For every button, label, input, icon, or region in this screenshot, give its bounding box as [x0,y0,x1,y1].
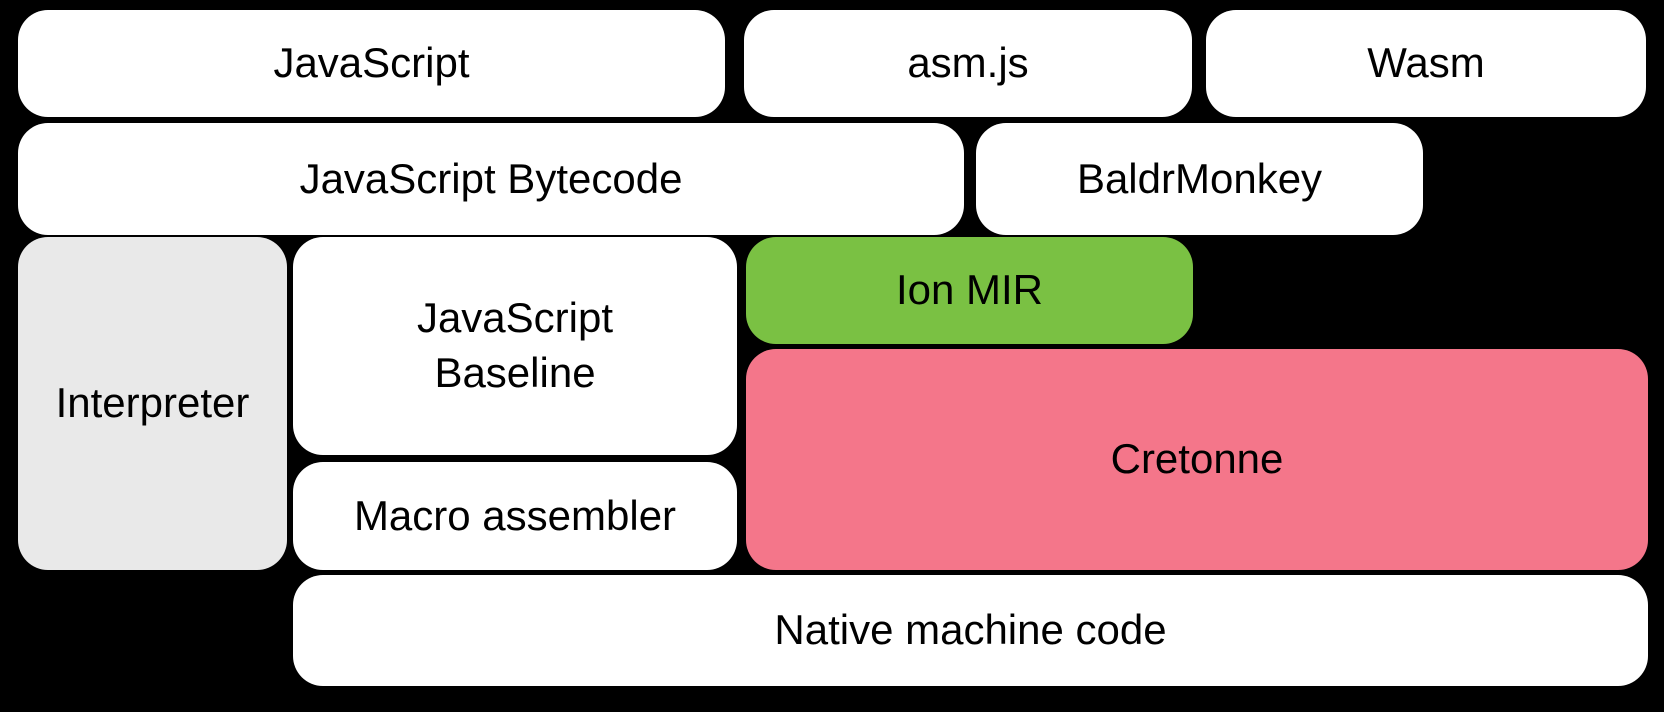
node-asm-js: asm.js [744,10,1192,117]
node-javascript-baseline: JavaScript Baseline [293,237,737,455]
node-macro-assembler: Macro assembler [293,462,737,570]
node-javascript: JavaScript [18,10,725,117]
node-wasm: Wasm [1206,10,1646,117]
node-baldrmonkey: BaldrMonkey [976,123,1423,235]
node-javascript-bytecode: JavaScript Bytecode [18,123,964,235]
node-ion-mir: Ion MIR [746,237,1193,344]
node-interpreter: Interpreter [18,237,287,570]
node-native-machine-code: Native machine code [293,575,1648,686]
node-cretonne: Cretonne [746,349,1648,570]
